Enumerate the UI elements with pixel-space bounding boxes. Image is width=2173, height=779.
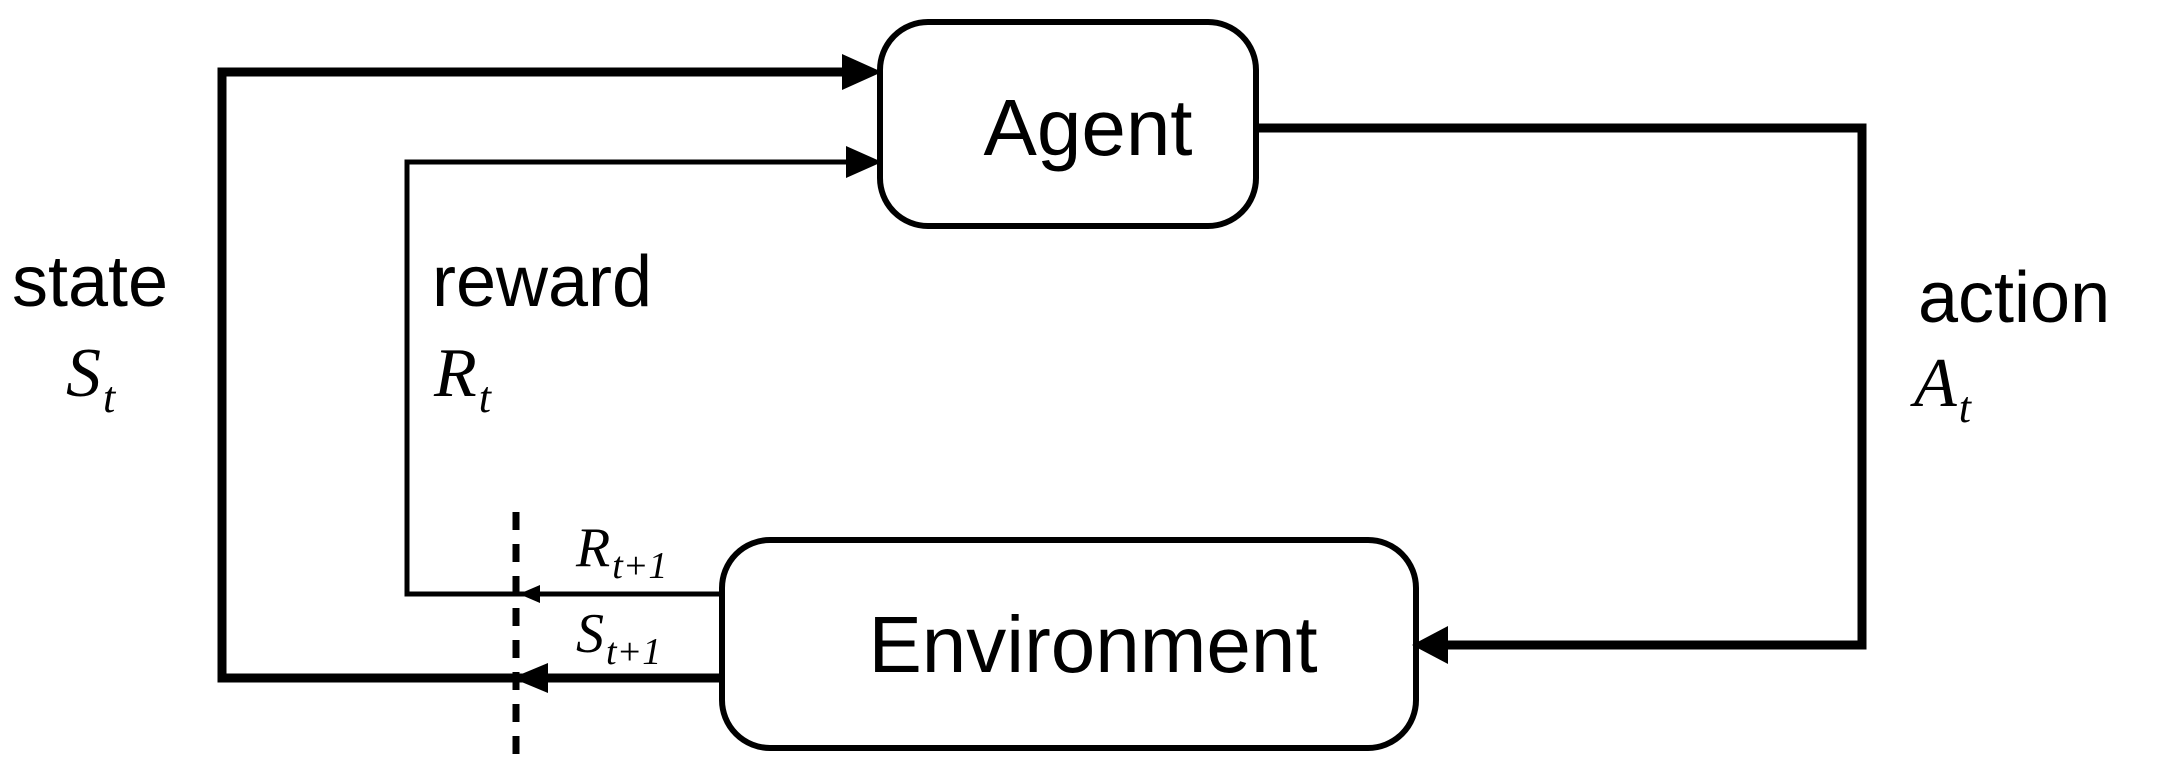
action-symbol: At [1910, 345, 1973, 432]
agent-label: Agent [983, 83, 1192, 172]
state-word: state [12, 242, 168, 322]
reward-symbol: Rt [433, 335, 493, 422]
reward-arrowhead [846, 146, 882, 178]
action-word: action [1918, 258, 2110, 338]
reward-word: reward [432, 242, 652, 322]
state-symbol-letter: S [66, 335, 101, 412]
next-reward-symbol-subscript: t+1 [612, 545, 667, 587]
next-reward-symbol: Rt+1 [575, 517, 667, 587]
next-reward-arrowhead [519, 585, 540, 603]
action-arrowhead [1412, 626, 1448, 664]
action-symbol-letter: A [1910, 345, 1957, 422]
reward-symbol-subscript: t [479, 373, 493, 422]
state-line [217, 67, 845, 683]
action-symbol-subscript: t [1959, 383, 1973, 432]
next-state-symbol-subscript: t+1 [606, 631, 661, 673]
next-state-arrowhead [512, 663, 548, 693]
state-arrowhead [842, 54, 882, 90]
state-symbol: St [66, 335, 117, 422]
reward-symbol-letter: R [433, 335, 477, 412]
environment-label: Environment [868, 600, 1317, 689]
next-reward-symbol-letter: R [575, 517, 610, 579]
next-state-symbol: St+1 [576, 603, 661, 673]
action-line [1256, 123, 1867, 650]
state-symbol-subscript: t [103, 373, 117, 422]
next-state-symbol-letter: S [576, 603, 604, 665]
reward-line [404, 159, 848, 597]
